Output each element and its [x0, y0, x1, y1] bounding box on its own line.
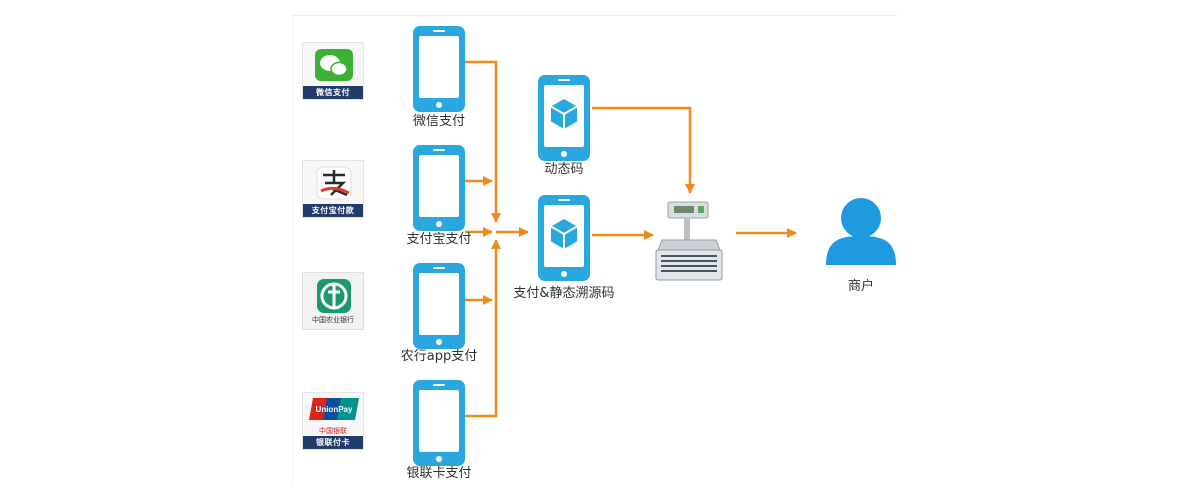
unionpay-logo: UnionPay 中国银联 银联付卡 — [302, 392, 364, 450]
label-alipay: 支付宝支付 — [406, 232, 472, 247]
wechat-pay-logo: 微信支付 — [302, 42, 364, 100]
wechat-logo-caption: 微信支付 — [303, 86, 363, 99]
abc-logo-caption: 中国农业银行 — [312, 316, 354, 324]
label-merchant: 商户 — [847, 279, 874, 294]
arrow-dynamic-code-to-scale — [592, 106, 695, 194]
agricultural-bank-logo: 中国农业银行 — [302, 272, 364, 330]
alipay-logo-caption: 支付宝付款 — [303, 204, 363, 217]
svg-text:UnionPay: UnionPay — [316, 405, 353, 414]
phone-alipay-icon — [413, 145, 465, 231]
diagram-panel — [292, 15, 897, 486]
label-static-trace-code: 支付&静态溯源码 — [513, 286, 615, 301]
person-icon — [826, 198, 896, 265]
unionpay-logo-caption: 银联付卡 — [303, 436, 363, 449]
phone-dynamic-code-icon — [538, 75, 590, 161]
flow-arrows — [465, 60, 797, 418]
alipay-logo: 支付宝付款 — [302, 160, 364, 218]
phone-unionpay-icon — [413, 380, 465, 466]
electronic-scale-icon — [655, 201, 723, 281]
arrow-wechat-to-bus — [465, 60, 501, 223]
phone-static-code-icon — [538, 195, 590, 281]
label-wechat-pay: 微信支付 — [412, 114, 465, 129]
phone-abc-icon — [413, 263, 465, 349]
label-abc-app-pay: 农行app支付 — [400, 349, 478, 364]
label-unionpay-card: 银联卡支付 — [406, 466, 472, 481]
phone-wechat-icon — [413, 26, 465, 112]
label-dynamic-code: 动态码 — [544, 162, 584, 177]
arrow-unionpay-to-bus — [465, 239, 501, 418]
unionpay-sub-text: 中国银联 — [319, 427, 347, 435]
